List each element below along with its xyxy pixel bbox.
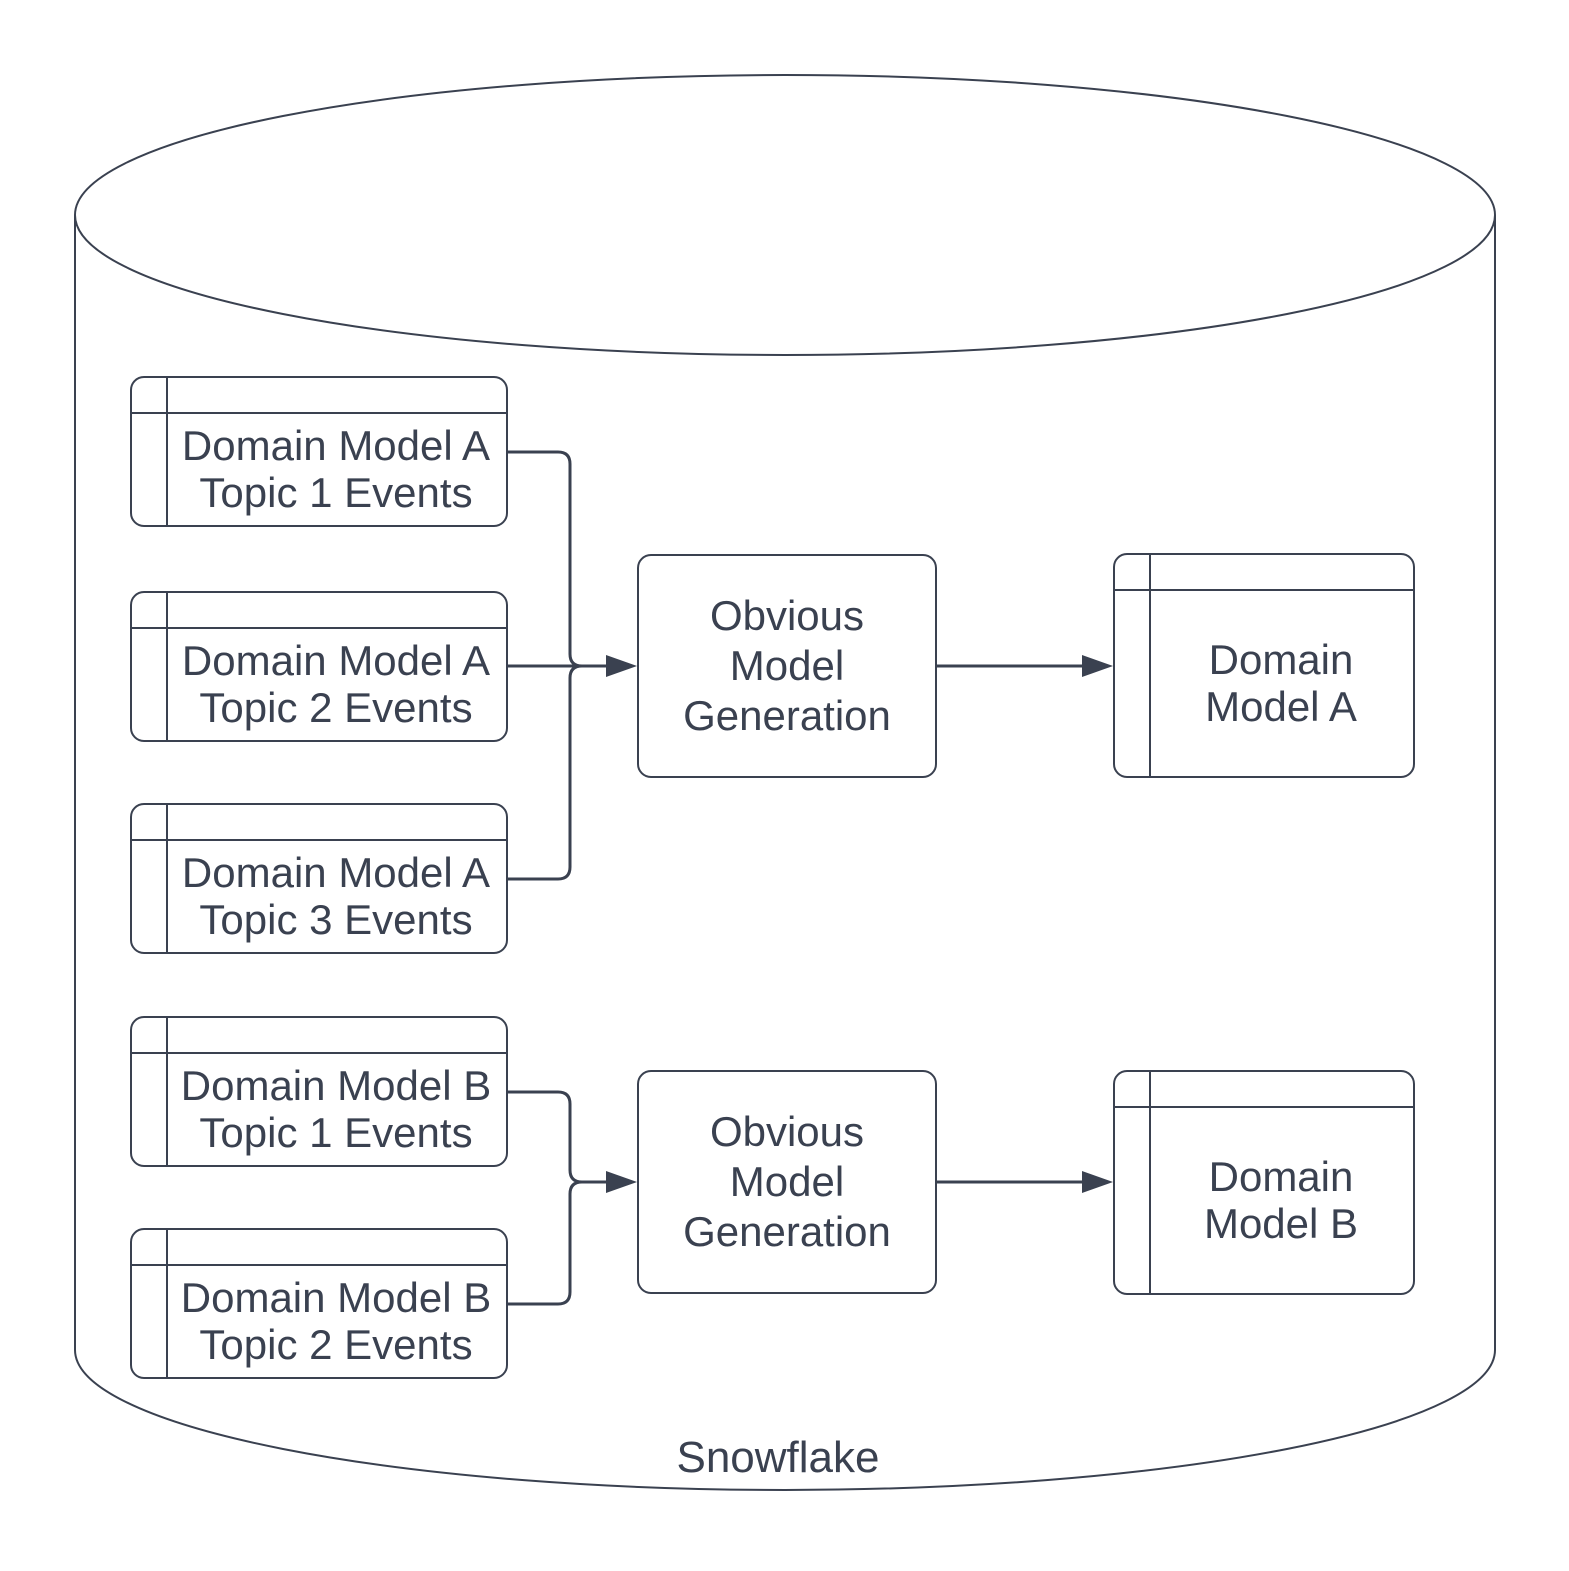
table-header-row [132,1264,506,1266]
table-label: Domain Model B Topic 1 Events [180,1061,492,1156]
source-table-a-topic-1: Domain Model A Topic 1 Events [130,376,508,527]
connector-b-topic2-to-process [508,1180,612,1306]
process-box-obvious-model-generation-b: Obvious Model Generation [637,1070,937,1294]
table-label: Domain Model A Topic 1 Events [181,421,491,516]
source-table-b-topic-1: Domain Model B Topic 1 Events [130,1016,508,1167]
arrowhead-output-b [1082,1171,1113,1193]
table-key-column [166,805,168,952]
table-key-column [166,1018,168,1165]
table-header-row [132,1052,506,1054]
process-box-obvious-model-generation-a: Obvious Model Generation [637,554,937,778]
table-key-column [166,593,168,740]
output-table-domain-model-a: Domain Model A [1113,553,1415,778]
source-table-b-topic-2: Domain Model B Topic 2 Events [130,1228,508,1379]
table-header-row [132,627,506,629]
table-label: Domain Model B Topic 2 Events [180,1273,492,1368]
table-key-column [166,1230,168,1377]
table-label: Domain Model B [1203,1152,1359,1247]
table-header-row [1115,589,1413,591]
arrowhead-b-merge [606,1171,637,1193]
snowflake-label: Snowflake [676,1433,880,1482]
cylinder-top-ellipse [74,74,1496,356]
connector-b-topic1-to-process [508,1090,612,1184]
connector-a-topic1-to-process [508,450,612,668]
connector-a-topic3-to-process [508,664,612,881]
source-table-a-topic-3: Domain Model A Topic 3 Events [130,803,508,954]
table-label: Domain Model A [1205,635,1357,730]
table-header-row [132,839,506,841]
table-label: Domain Model A Topic 3 Events [181,848,491,943]
output-table-domain-model-b: Domain Model B [1113,1070,1415,1295]
source-table-a-topic-2: Domain Model A Topic 2 Events [130,591,508,742]
table-label: Domain Model A Topic 2 Events [181,636,491,731]
table-key-column [166,378,168,525]
table-header-row [1115,1106,1413,1108]
arrowhead-output-a [1082,655,1113,677]
table-header-row [132,412,506,414]
table-key-column [1149,1072,1151,1293]
arrowhead-a-merge [606,655,637,677]
cylinder-body [74,215,1496,1491]
table-key-column [1149,555,1151,776]
